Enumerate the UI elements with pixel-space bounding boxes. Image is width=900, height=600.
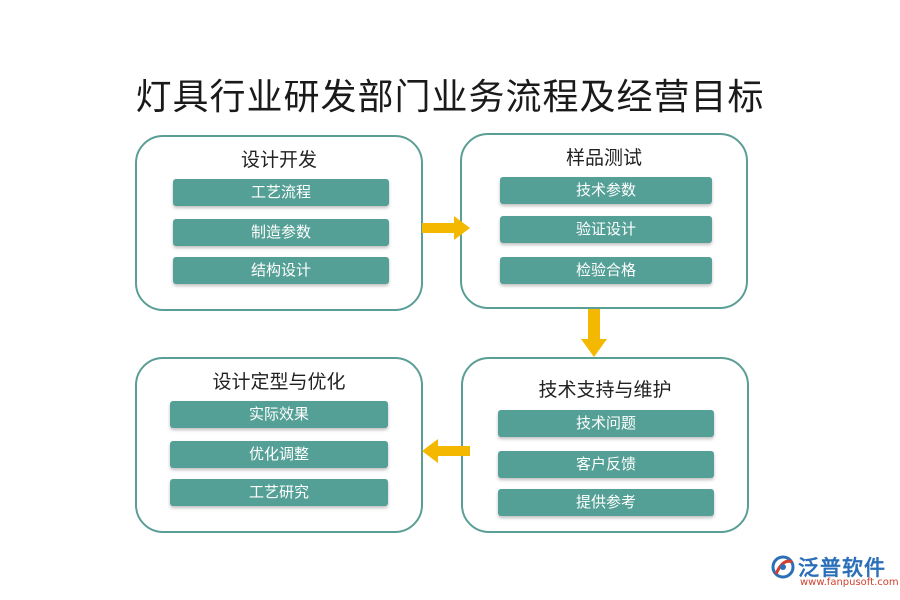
arrow-right-icon (422, 216, 470, 240)
step-item: 技术参数 (500, 177, 712, 204)
step-item: 验证设计 (500, 216, 712, 243)
step-item: 工艺流程 (173, 179, 389, 206)
step-item: 优化调整 (170, 441, 388, 468)
box-sample-testing: 样品测试 技术参数 验证设计 检验合格 (460, 133, 748, 309)
box-tech-support: 技术支持与维护 技术问题 客户反馈 提供参考 (461, 357, 749, 533)
arrow-down-icon (581, 309, 607, 357)
logo-url: www.fanpusoft.com (800, 577, 899, 588)
step-item: 提供参考 (498, 489, 714, 516)
box-design-finalization: 设计定型与优化 实际效果 优化调整 工艺研究 (135, 357, 423, 533)
box-title: 技术支持与维护 (538, 379, 672, 401)
box-title: 设计开发 (240, 149, 317, 171)
page-title: 灯具行业研发部门业务流程及经营目标 (135, 77, 765, 118)
brand-logo: 泛普软件 www.fanpusoft.com (770, 552, 899, 592)
box-title: 样品测试 (565, 147, 642, 169)
logo-mark-icon (771, 555, 795, 579)
step-item: 工艺研究 (170, 479, 388, 506)
step-item: 制造参数 (173, 219, 389, 246)
step-item: 结构设计 (173, 257, 389, 284)
step-item: 客户反馈 (498, 451, 714, 478)
logo-name: 泛普软件 (798, 556, 886, 580)
step-item: 实际效果 (170, 401, 388, 428)
box-design-development: 设计开发 工艺流程 制造参数 结构设计 (135, 135, 423, 311)
box-title: 设计定型与优化 (212, 371, 346, 393)
step-item: 检验合格 (500, 257, 712, 284)
arrow-left-icon (422, 439, 470, 463)
step-item: 技术问题 (498, 410, 714, 437)
